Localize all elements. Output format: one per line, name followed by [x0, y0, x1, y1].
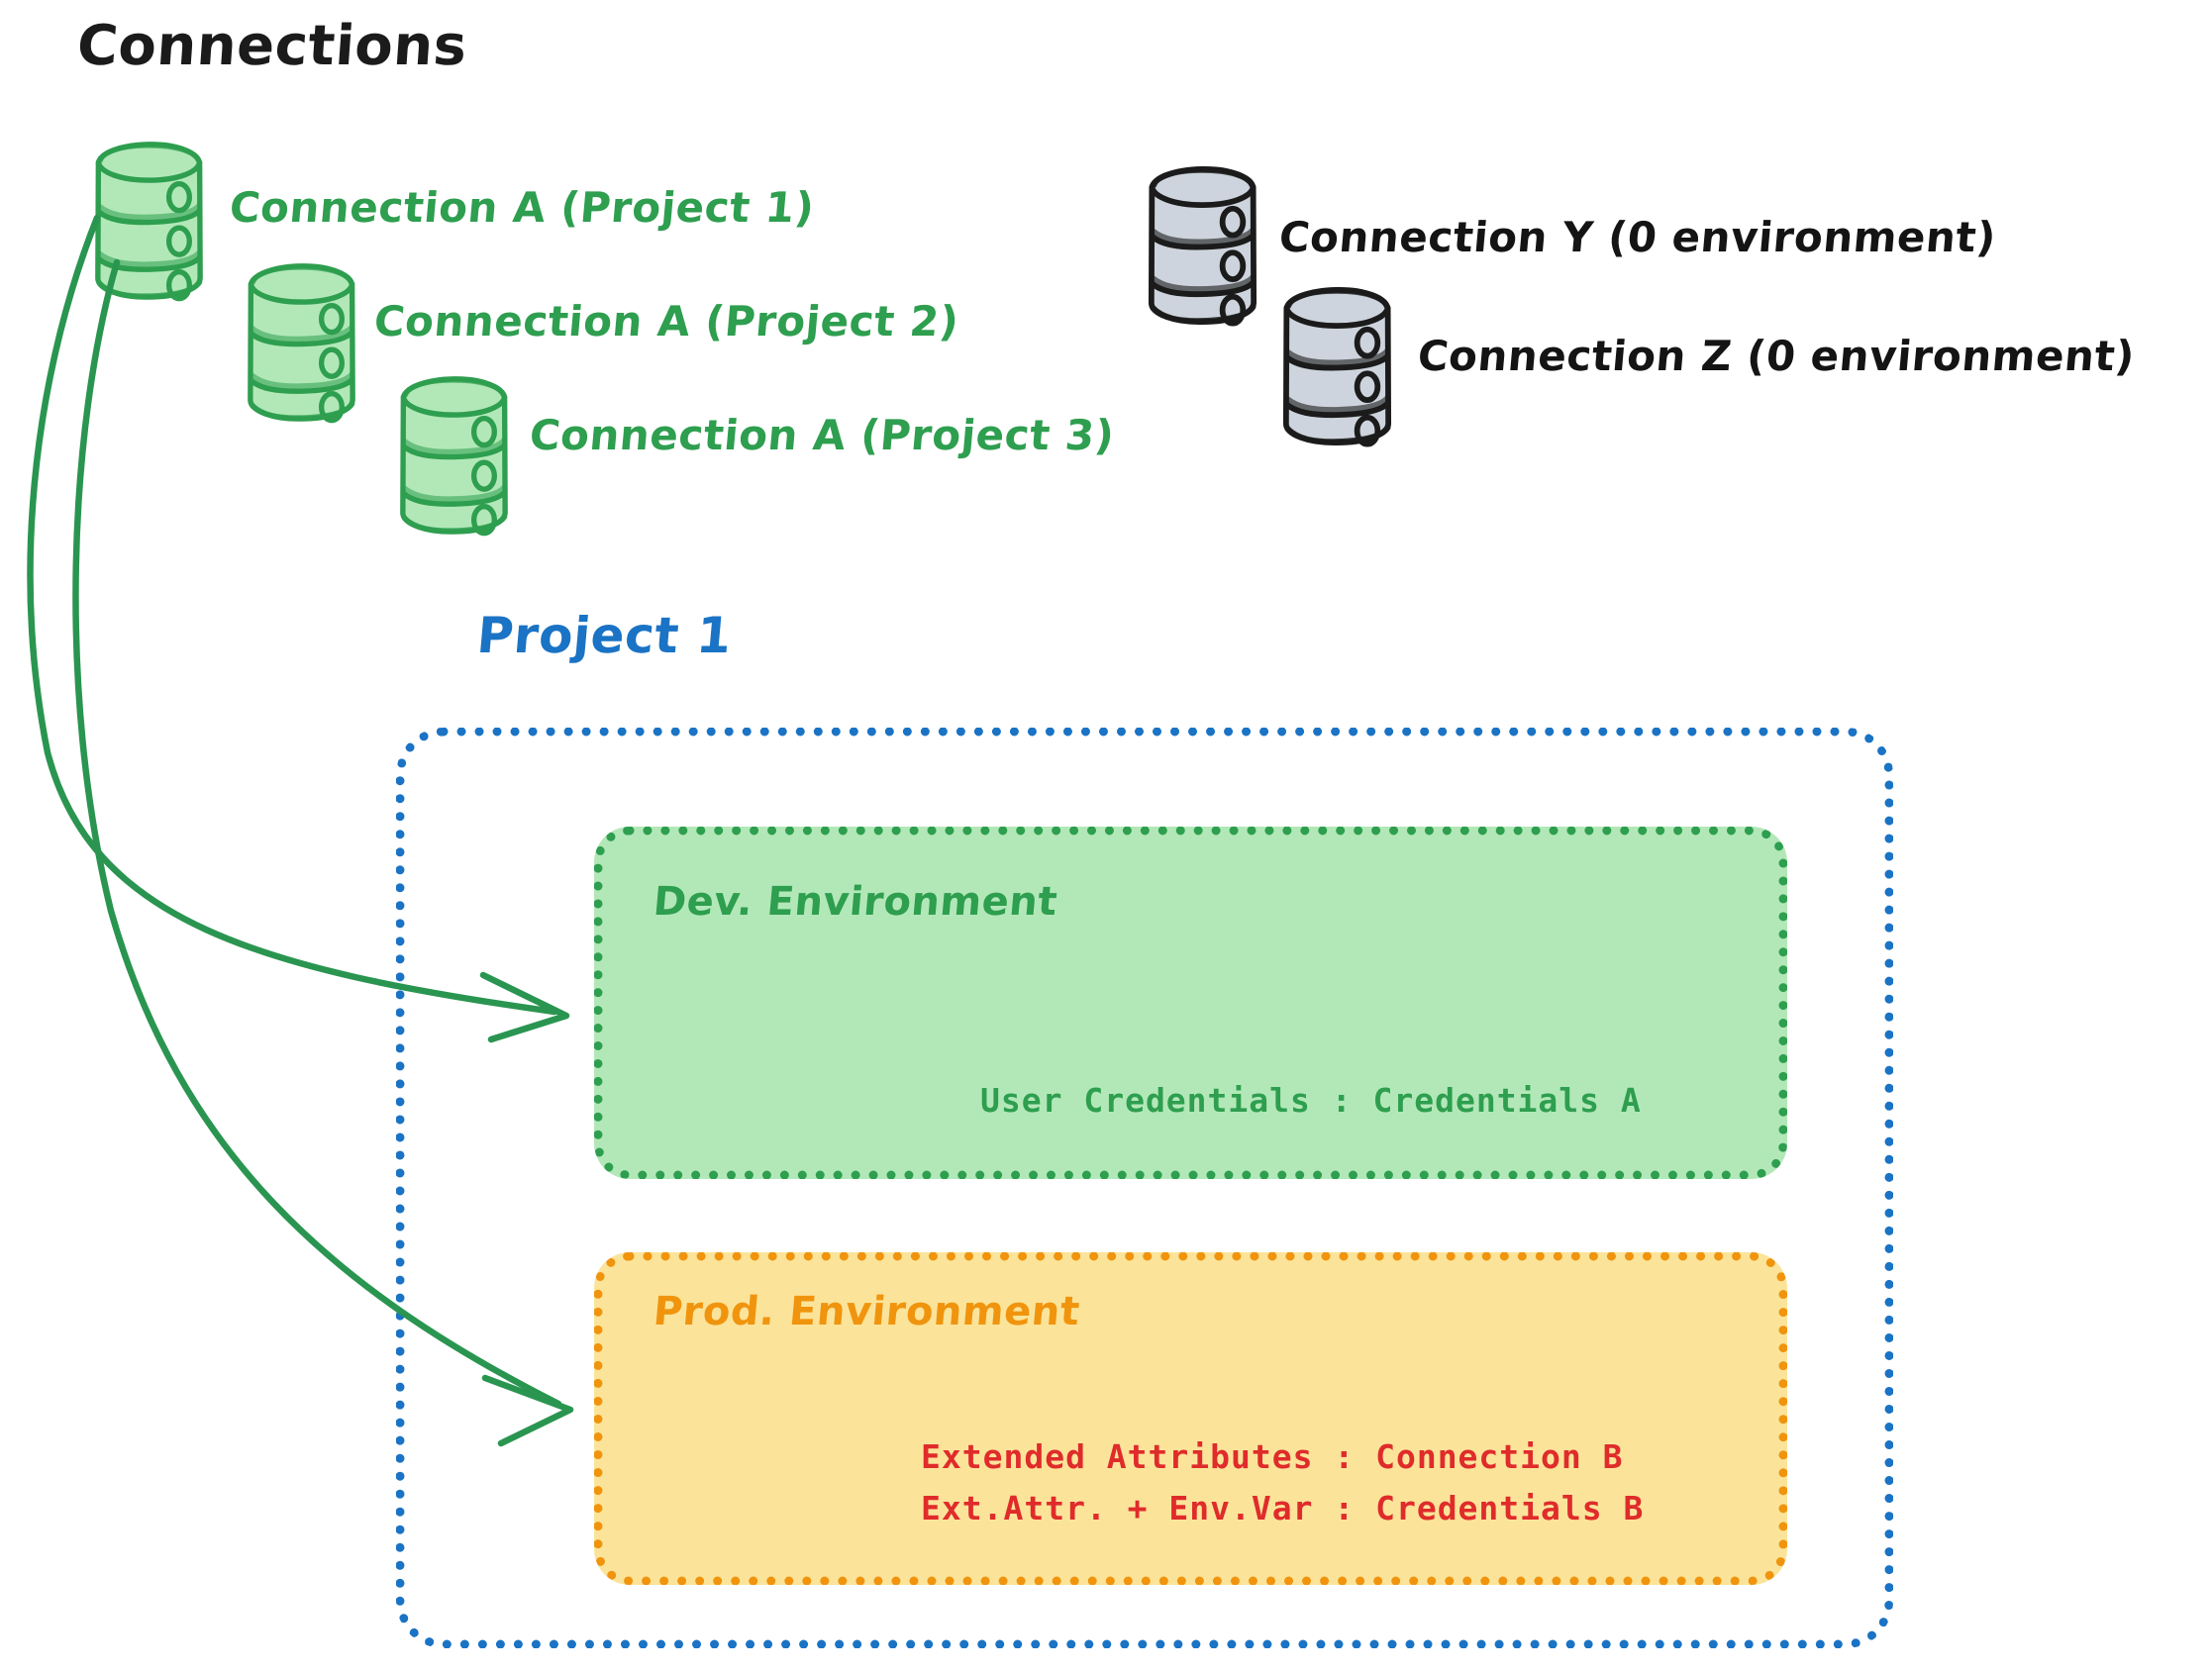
dev-environment-box	[594, 827, 1787, 1179]
connection-label-a-project-1[interactable]: Connection A (Project 1)	[227, 183, 817, 232]
prod-entry-ext-attr-env-var: Ext.Attr. + Env.Var : Credentials B	[921, 1489, 1645, 1527]
connection-label-z[interactable]: Connection Z (0 environment)	[1415, 332, 2138, 380]
project-1-container	[396, 728, 1893, 1648]
connection-label-a-project-3[interactable]: Connection A (Project 3)	[527, 411, 1117, 459]
arrow-connection-a-to-prod	[72, 258, 574, 1447]
prod-environment-title: Prod. Environment	[651, 1289, 1082, 1334]
prod-entry-extended-attributes: Extended Attributes : Connection B	[921, 1437, 1624, 1476]
arrow-connection-a-to-dev	[27, 214, 570, 1043]
dev-environment-title: Dev. Environment	[651, 879, 1059, 925]
page-title: Connections	[74, 14, 469, 78]
prod-environment-box	[594, 1252, 1787, 1585]
connection-label-y[interactable]: Connection Y (0 environment)	[1276, 213, 1998, 261]
project-title: Project 1	[474, 607, 735, 664]
connection-label-a-project-2[interactable]: Connection A (Project 2)	[371, 297, 961, 345]
database-icon-gray-group[interactable]	[1148, 165, 1392, 447]
dev-entry-user-credentials: User Credentials : Credentials A	[980, 1081, 1642, 1120]
